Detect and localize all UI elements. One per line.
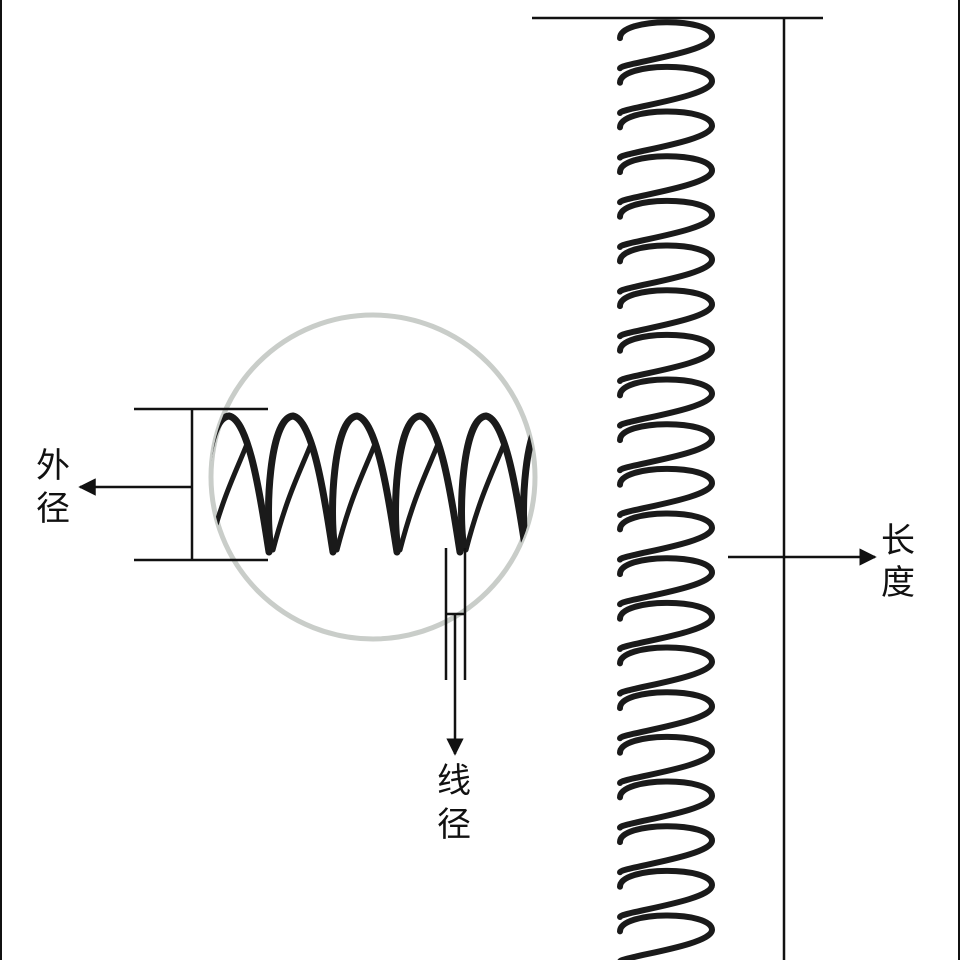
magnified-spring-coil <box>458 412 530 556</box>
long-spring-coil <box>617 465 716 518</box>
long-spring-coil <box>617 331 716 384</box>
long-spring-coil <box>617 912 716 960</box>
long-spring-coil <box>617 555 716 608</box>
long-spring-coil <box>617 599 716 652</box>
long-spring-coil <box>617 510 716 563</box>
magnified-spring <box>211 412 535 556</box>
wire-diameter-label-char-1: 线 <box>437 761 471 801</box>
magnified-spring-back-strand <box>397 441 441 553</box>
length-label-char-2: 度 <box>881 563 915 603</box>
magnified-spring-back-strand <box>334 441 378 553</box>
long-spring-coil <box>617 153 716 206</box>
long-spring-coil <box>617 376 716 429</box>
long-spring <box>617 19 716 960</box>
long-spring-coil <box>617 778 716 831</box>
long-spring-coil <box>617 689 716 742</box>
long-spring-coil <box>617 644 716 697</box>
magnified-spring-coil <box>265 412 337 556</box>
outer-diameter-label-char-1: 外 <box>36 446 70 486</box>
magnified-spring-coil <box>329 412 401 556</box>
long-spring-coil <box>617 108 716 161</box>
long-spring-coil <box>617 63 716 116</box>
long-spring-coil <box>617 287 716 340</box>
long-spring-coil <box>617 242 716 295</box>
long-spring-coil <box>617 19 716 72</box>
magnified-spring-back-strand <box>463 441 507 553</box>
outer-diameter-dimension <box>78 407 268 562</box>
long-spring-coil <box>617 421 716 474</box>
magnifier-circle <box>208 312 538 642</box>
magnified-spring-coil <box>520 412 535 556</box>
length-label-char-1: 长 <box>881 521 915 561</box>
length-dimension <box>532 16 877 960</box>
long-spring-coil <box>617 823 716 876</box>
long-spring-coil <box>617 197 716 250</box>
outer-diameter-label-char-2: 径 <box>36 489 70 529</box>
long-spring-coil <box>617 867 716 920</box>
magnified-spring-coil <box>211 412 273 556</box>
wire-diameter-dimension <box>444 548 467 756</box>
long-spring-coil <box>617 733 716 786</box>
magnified-spring-back-strand <box>270 441 314 553</box>
magnified-spring-coil <box>392 412 464 556</box>
wire-diameter-label-char-2: 径 <box>437 805 471 845</box>
